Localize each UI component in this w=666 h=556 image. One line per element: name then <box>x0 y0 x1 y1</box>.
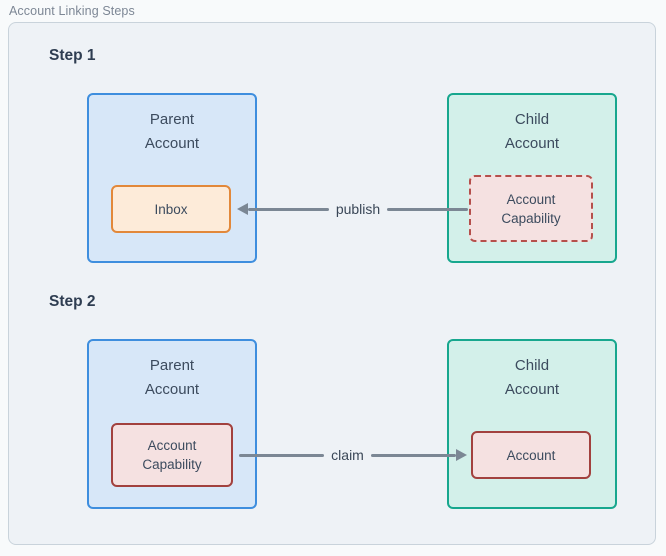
arrow-line <box>239 453 325 457</box>
claim-arrow-label: claim <box>331 447 364 463</box>
arrow-line <box>248 207 329 211</box>
arrow-line <box>387 207 468 211</box>
arrow-head-right-icon <box>456 449 468 461</box>
step-2-heading: Step 2 <box>49 293 96 310</box>
parent-account-label: Parent Account <box>144 111 200 152</box>
diagram-title: Account Linking Steps <box>9 4 135 18</box>
step-1-heading: Step 1 <box>49 47 96 64</box>
publish-arrow-label: publish <box>335 201 381 217</box>
publish-arrow: publish <box>237 199 468 219</box>
child-account-label: Child Account <box>504 111 560 152</box>
diagram-container: Step 1 Parent Account Inbox Child Accoun… <box>8 22 656 545</box>
child-account-label: Child Account <box>504 357 560 398</box>
account-capability-box: Account Capability <box>111 423 233 487</box>
parent-account-label: Parent Account <box>144 357 200 398</box>
arrow-head-left-icon <box>237 203 248 215</box>
arrow-line <box>370 453 457 457</box>
step-2-child-account-node: Child Account Account <box>447 339 617 509</box>
account-capability-dashed-box: Account Capability <box>469 175 593 242</box>
step-1-child-account-node: Child Account Account Capability <box>447 93 617 263</box>
claim-arrow: claim <box>239 445 468 465</box>
step-2-parent-account-node: Parent Account Account Capability <box>87 339 257 509</box>
inbox-box: Inbox <box>111 185 231 233</box>
step-1-parent-account-node: Parent Account Inbox <box>87 93 257 263</box>
account-box: Account <box>471 431 591 479</box>
